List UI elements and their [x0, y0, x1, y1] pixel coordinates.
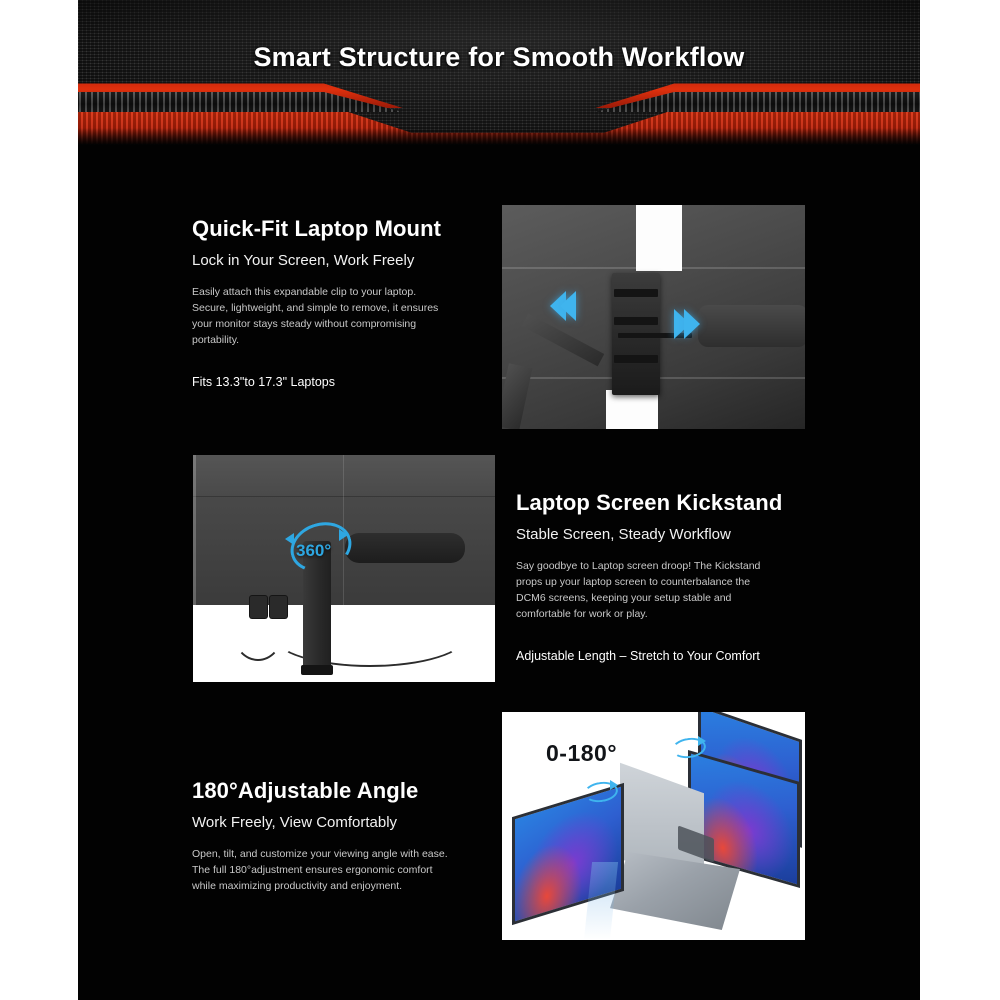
clip-slot-3 [614, 355, 658, 363]
rotation-arrow-head-left [285, 533, 294, 545]
monitor-handle [698, 305, 805, 347]
feature-copy-1: Quick-Fit Laptop Mount Lock in Your Scre… [192, 216, 472, 389]
expand-arrows-right [674, 309, 700, 339]
feature-subtitle-3: Work Freely, View Comfortably [192, 814, 398, 831]
feature-note-1: Fits 13.3"to 17.3" Laptops [192, 374, 335, 389]
laptop-bezel-bottom [606, 390, 658, 429]
clip-slot-2 [614, 317, 658, 325]
banner-title: Smart Structure for Smooth Workflow [253, 42, 745, 72]
angle-label-0-180: 0-180° [546, 740, 618, 766]
feature-body-2: Say goodbye to Laptop screen droop! The … [516, 560, 761, 620]
feature-subtitle-1: Lock in Your Screen, Work Freely [192, 252, 415, 269]
monitor-left-edge [193, 455, 196, 605]
content-panel: Smart Structure for Smooth Workflow Quic… [78, 0, 920, 1000]
feature-body-3: Open, tilt, and customize your viewing a… [192, 848, 448, 892]
chevron-left-icon-inner [560, 291, 576, 321]
feature-body-1: Easily attach this expandable clip to yo… [192, 286, 439, 346]
monitor-grip-handle [345, 533, 465, 563]
rotation-arrow-left-head [610, 780, 618, 790]
clip-slot-1 [614, 289, 658, 297]
feature-copy-3: 180°Adjustable Angle Work Freely, View C… [192, 778, 472, 895]
feature-title-2: Laptop Screen Kickstand [516, 490, 783, 515]
feature-note-2: Adjustable Length – Stretch to Your Comf… [516, 648, 760, 663]
feature-copy-2: Laptop Screen Kickstand Stable Screen, S… [516, 490, 806, 663]
kickstand-foot [301, 665, 333, 675]
monitor-top-panel [193, 455, 495, 497]
rotation-arrow-head-right [339, 529, 348, 541]
banner-fade [78, 128, 920, 148]
feature-section-quick-fit-laptop-mount: Quick-Fit Laptop Mount Lock in Your Scre… [78, 180, 920, 445]
feature-image-2: 360° [193, 455, 495, 682]
rotation-badge-360: 360° [296, 541, 332, 560]
header-banner: Smart Structure for Smooth Workflow [78, 0, 920, 148]
feature-title-1: Quick-Fit Laptop Mount [192, 216, 442, 241]
feature-image-1 [502, 205, 805, 429]
cable-left [233, 605, 283, 661]
chevron-right-icon-outer [684, 309, 700, 339]
cable-right [273, 605, 467, 667]
feature-title-3: 180°Adjustable Angle [192, 778, 419, 803]
feature-image-3: 0-180° [502, 712, 805, 940]
rotation-arrow-right-head [698, 736, 706, 746]
laptop-bezel-top [636, 205, 682, 271]
feature-section-laptop-screen-kickstand: 360° Laptop Screen Kickstand Stable Scre… [78, 440, 920, 700]
feature-section-180-adjustable-angle: 180°Adjustable Angle Work Freely, View C… [78, 700, 920, 960]
feature-subtitle-2: Stable Screen, Steady Workflow [516, 526, 731, 543]
kickstand-arm [303, 541, 331, 671]
clip-rail [618, 333, 692, 338]
expand-arrows-left [550, 291, 576, 321]
